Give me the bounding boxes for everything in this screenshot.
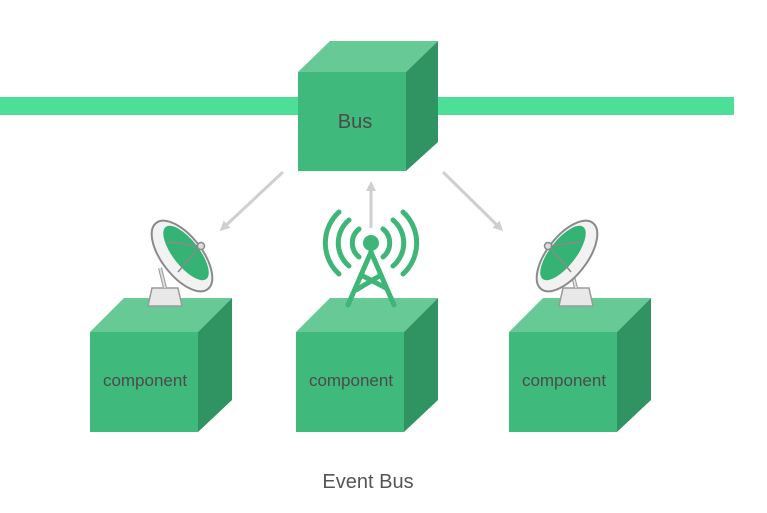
component-left: component [90, 298, 232, 432]
component-center: component [296, 298, 438, 432]
component-label: component [103, 371, 187, 390]
arrow-to-left-component [219, 170, 285, 232]
arrow-to-right-component [441, 170, 504, 232]
satellite-dish-icon [147, 219, 214, 307]
radio-tower-icon [322, 209, 420, 308]
component-label: component [309, 371, 393, 390]
bus-cube: Bus [298, 41, 438, 171]
bus-label: Bus [338, 111, 372, 133]
diagram-caption: Event Bus [322, 471, 413, 493]
component-right: component [509, 298, 651, 432]
satellite-dish-icon [535, 219, 599, 307]
component-label: component [522, 371, 606, 390]
